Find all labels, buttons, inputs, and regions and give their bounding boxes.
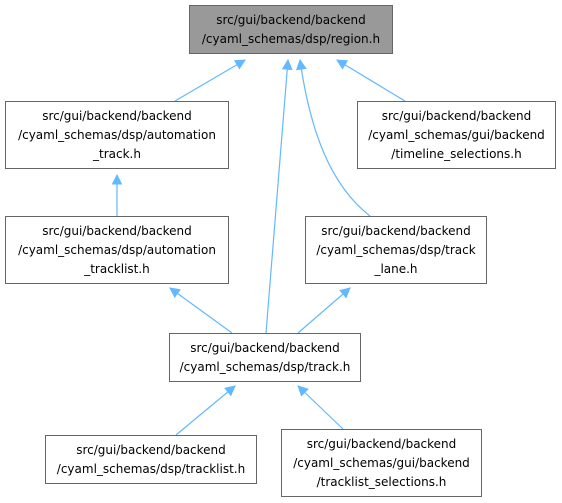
edge-automation-tracklist-to-track [169,287,233,334]
node-label-line: /cyaml_schemas/gui/backend [293,455,470,470]
node-label-line: _lane.h [374,261,418,276]
node-label-line: src/gui/backend/backend [42,223,192,238]
node-label-line: /cyaml_schemas/dsp/automation [18,127,216,142]
node-label-line: src/gui/backend/backend [306,436,457,451]
node-timeline-selections[interactable]: src/gui/backend/backend/cyaml_schemas/gu… [357,101,556,169]
edge-track-to-region [265,58,293,334]
node-tracklist[interactable]: src/gui/backend/backend/cyaml_schemas/ds… [45,435,257,484]
node-label-line: src/gui/backend/backend [216,12,366,27]
node-label-line: src/gui/backend/backend [321,223,471,238]
node-track-lane[interactable]: src/gui/backend/backend/cyaml_schemas/ds… [305,216,487,284]
node-label-line: /cyaml_schemas/dsp/automation [18,242,216,257]
edge-tracklist-to-track [175,385,236,436]
node-region: src/gui/backend/backend/cyaml_schemas/ds… [189,5,393,54]
node-label-line: /timeline_selections.h [391,146,522,161]
node-label-line: _tracklist.h [84,261,150,276]
node-track[interactable]: src/gui/backend/backend/cyaml_schemas/ds… [169,333,361,382]
node-label-line: /cyaml_schemas/dsp/track [316,242,476,257]
node-label-line: src/gui/backend/backend [42,108,192,123]
node-label-line: src/gui/backend/backend [190,340,340,355]
node-label-line: /cyaml_schemas/gui/backend [368,127,545,142]
node-label-line: /cyaml_schemas/dsp/region.h [201,31,381,46]
node-label-line: src/gui/backend/backend [76,442,226,457]
node-automation-track[interactable]: src/gui/backend/backend/cyaml_schemas/ds… [5,101,229,169]
node-label-line: _track.h [93,146,141,161]
edge-automation-track-to-region [174,59,246,102]
node-label-line: /cyaml_schemas/dsp/track.h [179,359,351,374]
node-automation-tracklist[interactable]: src/gui/backend/backend/cyaml_schemas/ds… [5,216,229,284]
node-label-line: src/gui/backend/backend [381,108,532,123]
edge-timeline-selections-to-region [336,59,406,102]
edge-track-lane-to-region [296,58,371,217]
node-label-line: /tracklist_selections.h [316,474,447,489]
node-tracklist-selections[interactable]: src/gui/backend/backend/cyaml_schemas/gu… [281,429,482,497]
node-label-line: /cyaml_schemas/dsp/tracklist.h [56,461,246,476]
edge-track-lane-to-track [297,287,351,334]
edge-tracklist-selections-to-track [297,385,344,430]
